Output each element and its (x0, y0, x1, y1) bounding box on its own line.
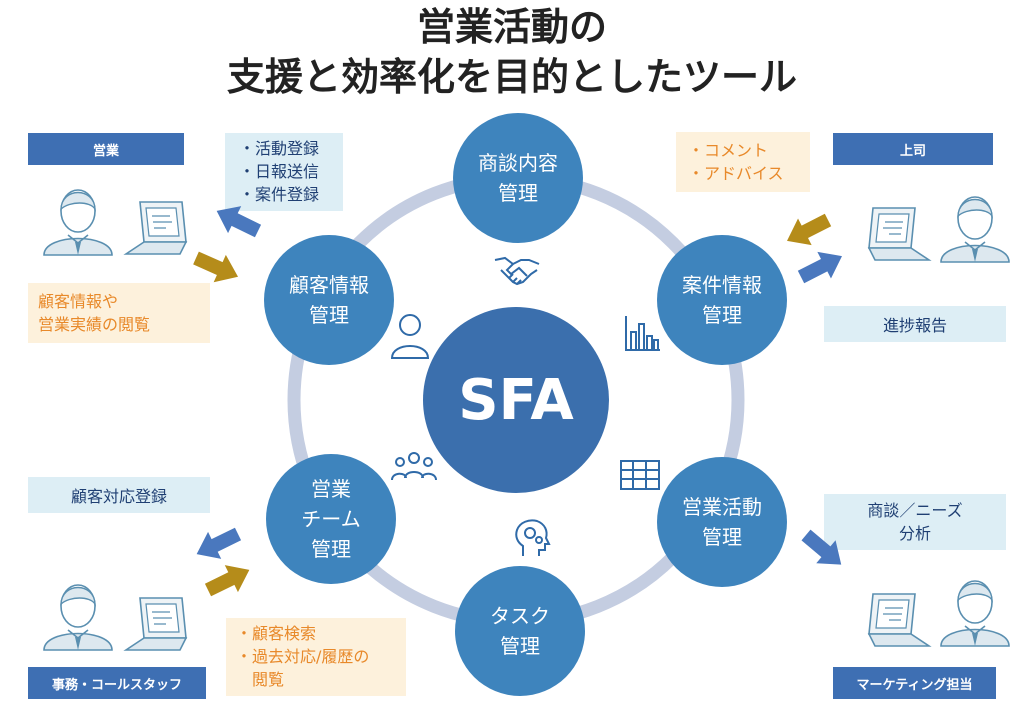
gear-head-icon (515, 519, 551, 556)
node-line: チーム (301, 507, 361, 531)
node-eigyo-katsudo: 営業活動 管理 (657, 457, 787, 587)
marketing-output-box: 商談／ニーズ 分析 (824, 494, 1006, 550)
node-line: 顧客情報 (289, 273, 369, 297)
bar-chart-icon (625, 316, 660, 351)
box-line: 閲覧 (236, 670, 285, 689)
marketing-laptop-icon (868, 593, 930, 647)
box-line: 進捗報告 (882, 316, 947, 335)
handshake-icon (494, 256, 540, 286)
sales-person-icon (43, 189, 113, 256)
title-line1: 営業活動の (416, 5, 607, 49)
sales-input-box: ・活動登録 ・日報送信 ・案件登録 (225, 133, 343, 211)
box-line: 顧客情報や (38, 292, 119, 311)
node-shodan: 商談内容 管理 (453, 113, 583, 243)
box-line: ・過去対応/履歴の (236, 647, 370, 666)
node-line: 管理 (311, 537, 351, 561)
node-kokyaku: 顧客情報 管理 (264, 235, 394, 365)
box-line: ・日報送信 (239, 162, 320, 181)
node-line: タスク (490, 604, 550, 628)
table-grid-icon (620, 460, 660, 490)
box-line: ・コメント (688, 141, 769, 160)
node-anken: 案件情報 管理 (657, 235, 787, 365)
node-line: 営業活動 (682, 495, 762, 519)
sfa-hub: SFA (423, 307, 609, 493)
node-team: 営業 チーム 管理 (266, 454, 396, 584)
title-line2: 支援と効率化を目的としたツール (226, 55, 797, 99)
marketing-person-icon (940, 580, 1010, 647)
node-line: 管理 (309, 303, 349, 327)
box-line: ・アドバイス (688, 164, 784, 183)
box-line: ・顧客検索 (236, 624, 317, 643)
node-line: 管理 (702, 303, 742, 327)
node-line: 管理 (498, 181, 538, 205)
role-label-office: 事務・コールスタッフ (28, 667, 206, 699)
role-label-marketing: マーケティング担当 (833, 667, 996, 699)
node-line: 管理 (500, 634, 540, 658)
box-line: 顧客対応登録 (70, 487, 167, 506)
role-label-boss: 上司 (833, 133, 993, 165)
node-line: 管理 (702, 525, 742, 549)
office-laptop-icon (125, 597, 187, 651)
box-line: 商談／ニーズ (867, 501, 963, 520)
node-task: タスク 管理 (455, 566, 585, 696)
office-input-box: 顧客対応登録 (28, 477, 210, 513)
box-line: 営業実績の閲覧 (38, 315, 151, 334)
node-line: 商談内容 (478, 151, 558, 175)
boss-laptop-icon (868, 207, 930, 261)
sales-output-box: 顧客情報や 営業実績の閲覧 (28, 283, 210, 343)
boss-output-box: ・コメント ・アドバイス (676, 132, 810, 192)
box-line: ・案件登録 (239, 185, 320, 204)
box-line: 分析 (898, 524, 931, 543)
boss-person-icon (940, 196, 1010, 263)
box-line: ・活動登録 (239, 139, 320, 158)
node-line: 案件情報 (682, 273, 762, 297)
role-label-sales: 営業 (28, 133, 184, 165)
sales-laptop-icon (125, 201, 187, 255)
office-person-icon (43, 584, 113, 651)
node-line: 営業 (311, 477, 351, 501)
team-icon (391, 452, 437, 481)
office-output-box: ・顧客検索 ・過去対応/履歴の 閲覧 (226, 618, 406, 696)
user-icon (390, 314, 430, 359)
boss-input-box: 進捗報告 (824, 306, 1006, 342)
sfa-hub-label: SFA (458, 367, 574, 433)
